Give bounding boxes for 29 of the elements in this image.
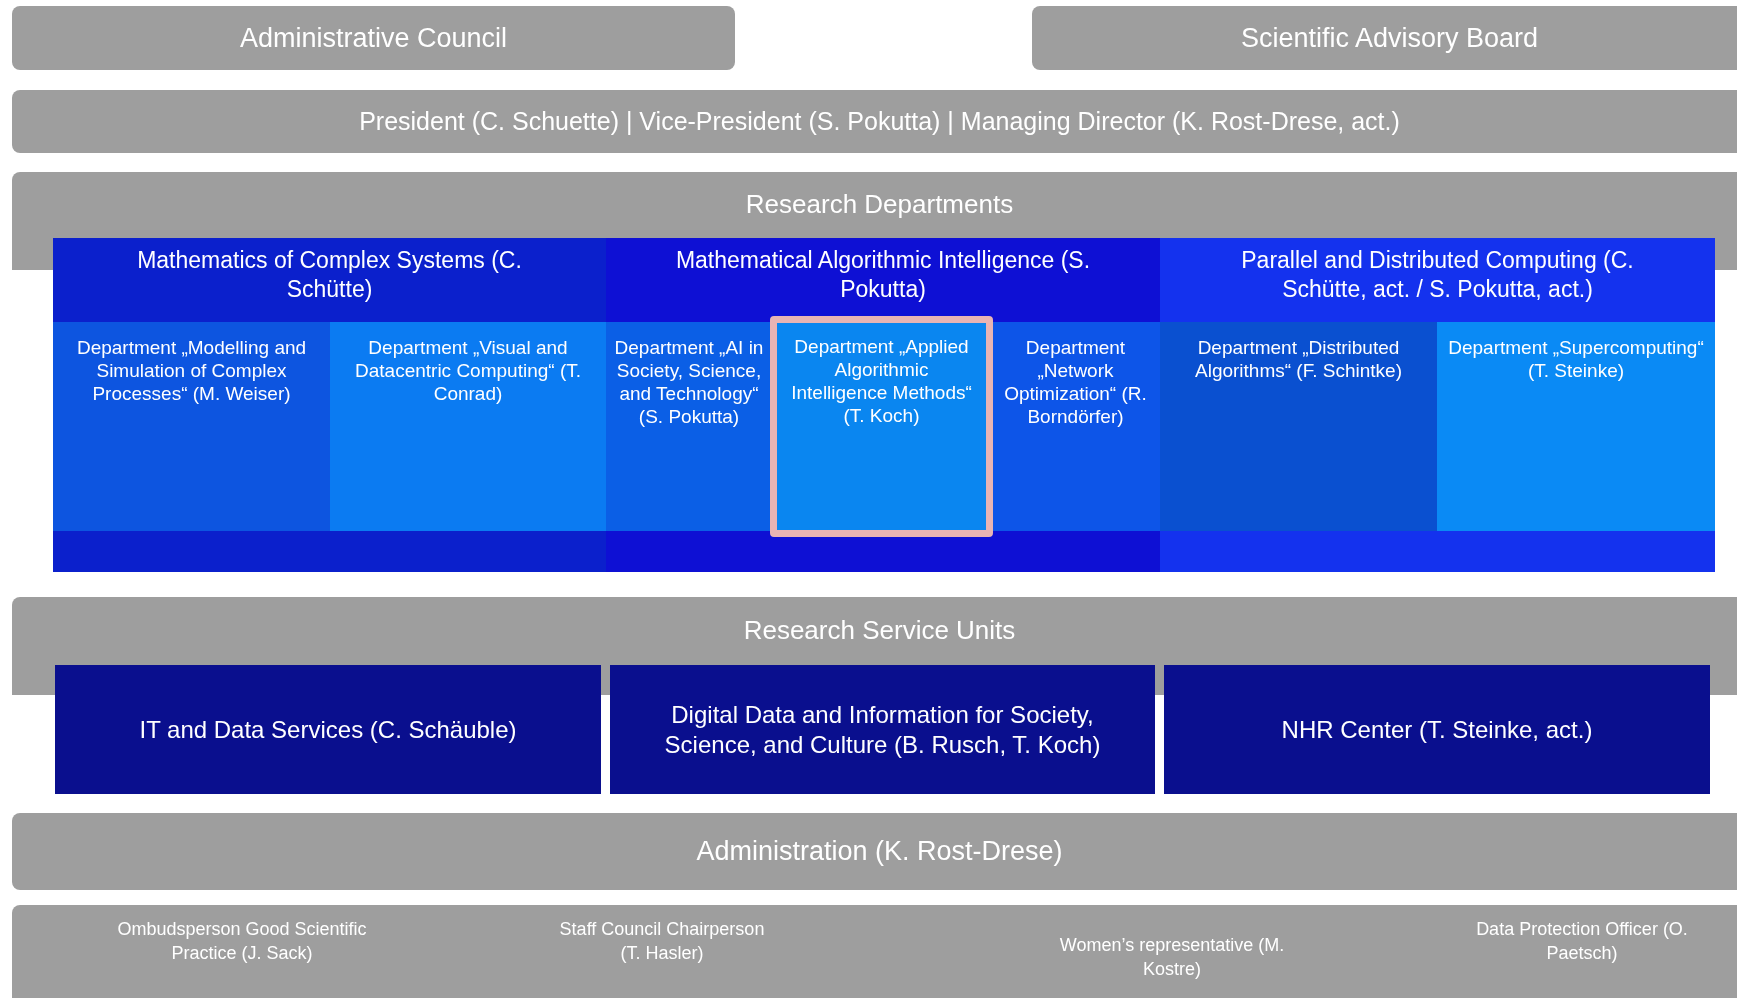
section-heading: Research Service Units	[742, 614, 1017, 647]
group-column	[606, 238, 1160, 572]
unit-box: NHR Center (T. Steinke, act.)	[1164, 665, 1710, 794]
officer-label: Staff Council Chairperson (T. Hasler)	[558, 918, 766, 965]
section-heading: Research Departments	[744, 188, 1015, 221]
department-box: Department „Modelling and Simulation of Complex Processes“ (M. Weiser)	[53, 322, 330, 531]
department-box: Department „Visual and Datacentric Computing“ (T. Conrad)	[330, 322, 606, 531]
officer-label: Women’s representative (M. Kostre)	[1058, 934, 1286, 981]
section-panel	[12, 172, 1737, 572]
highlighted-department-box: Department „Applied Algorithmic Intelligence Methods“ (T. Koch)	[770, 316, 993, 537]
officer-label: Ombudsperson Good Scientific Practice (J. Sack)	[116, 918, 368, 965]
department-box: Department „AI in Society, Science, and Technology“ (S. Pokutta)	[606, 322, 772, 531]
unit-box: Digital Data and Information for Society, Science, and Culture (B. Rusch, T. Koch)	[610, 665, 1155, 794]
group-heading: Mathematics of Complex Systems (C. Schütte)	[136, 246, 523, 304]
administration-bar: Administration (K. Rost-Drese)	[12, 813, 1737, 890]
department-box: Department „Supercomputing“ (T. Steinke)	[1437, 322, 1715, 531]
group-column	[53, 238, 606, 572]
board-bar: Scientific Advisory Board	[1032, 6, 1737, 70]
leadership-bar: President (C. Schuette) | Vice-President (S. Pokutta) | Managing Director (K. Rost-Drese, act.)	[12, 90, 1737, 153]
department-box: Department „Network Optimization“ (R. Borndörfer)	[991, 322, 1160, 531]
department-box: Department „Distributed Algorithms“ (F. Schintke)	[1160, 322, 1437, 531]
officers-bar	[12, 905, 1737, 998]
unit-box: IT and Data Services (C. Schäuble)	[55, 665, 601, 794]
council-bar: Administrative Council	[12, 6, 735, 70]
group-heading: Parallel and Distributed Computing (C. Schütte, act. / S. Pokutta, act.)	[1240, 246, 1635, 304]
section-panel	[12, 597, 1737, 795]
group-heading: Mathematical Algorithmic Intelligence (S. Pokutta)	[674, 246, 1092, 304]
group-column	[1160, 238, 1715, 572]
officer-label: Data Protection Officer (O. Paetsch)	[1475, 918, 1689, 965]
